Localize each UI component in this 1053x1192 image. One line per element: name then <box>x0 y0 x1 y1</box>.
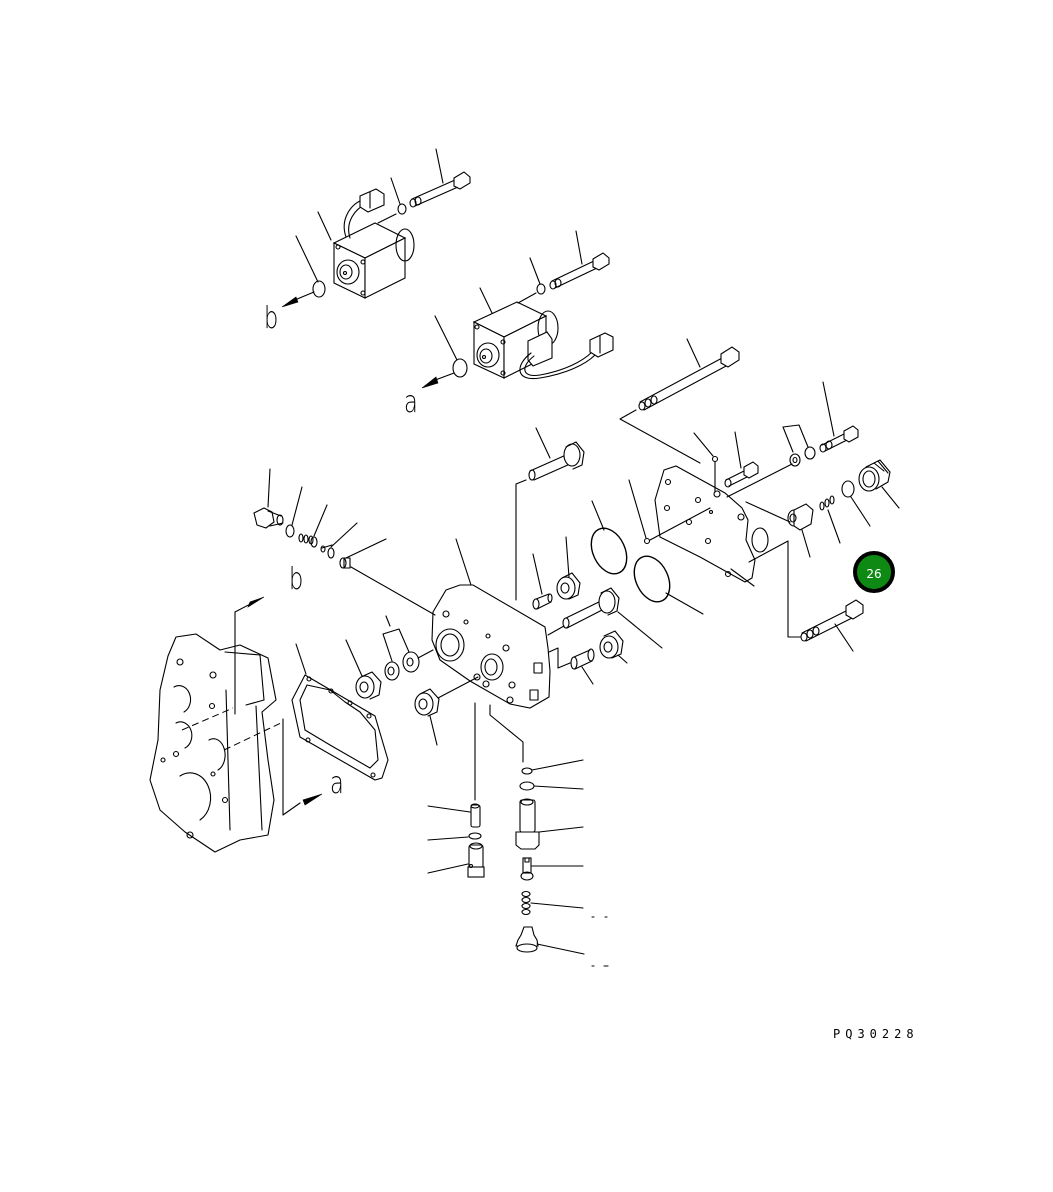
ref-letter-a-left: a <box>330 766 344 801</box>
valve-body[interactable] <box>431 584 551 709</box>
gear-small-lower[interactable] <box>599 630 624 659</box>
callout-26[interactable]: 26 <box>853 551 895 593</box>
bolt-solenoid-a[interactable] <box>549 252 610 290</box>
ref-letter-a-top: a <box>404 385 418 420</box>
ref-letter-b-left: b <box>289 562 304 597</box>
bolt-body-top[interactable] <box>528 441 585 481</box>
drawing-id: PQ30228 <box>833 1027 919 1041</box>
plug-spool[interactable] <box>515 926 539 953</box>
spring-spool[interactable] <box>521 890 531 916</box>
poppet-relief[interactable] <box>320 544 335 559</box>
spool[interactable] <box>520 857 534 881</box>
bearing[interactable] <box>384 661 400 681</box>
pin-lower-left[interactable] <box>470 803 481 828</box>
ref-letter-b-top: b <box>264 301 279 336</box>
o-ring-medium[interactable] <box>519 781 535 791</box>
bolt-body-long[interactable] <box>562 587 620 629</box>
o-ring-relief[interactable] <box>285 524 295 538</box>
pin-lower[interactable] <box>570 648 595 670</box>
o-ring-large-1[interactable] <box>584 522 633 579</box>
washer-solenoid-a[interactable] <box>536 283 546 295</box>
pump-case[interactable] <box>149 633 277 853</box>
plug-cover-right[interactable] <box>787 503 814 531</box>
leader <box>317 211 332 241</box>
bolt-cover-right[interactable] <box>819 425 859 453</box>
washer-solenoid-b[interactable] <box>397 203 407 215</box>
bolt-solenoid-b[interactable] <box>409 171 471 208</box>
pin-body[interactable] <box>532 593 553 610</box>
seat-relief[interactable] <box>339 557 351 569</box>
long-through-bolt[interactable] <box>638 346 740 411</box>
plug-lower-left[interactable] <box>467 842 485 878</box>
gasket[interactable] <box>291 674 389 781</box>
relief-plug[interactable] <box>253 507 284 529</box>
o-ring-a[interactable] <box>452 358 468 378</box>
callout-26-label: 26 <box>866 567 882 581</box>
gear-gasket-left[interactable] <box>355 671 382 700</box>
o-ring-large-2[interactable] <box>627 550 676 607</box>
plug-right[interactable] <box>858 459 891 492</box>
bolt-lower-right[interactable] <box>800 599 864 642</box>
solenoid-valve-b[interactable] <box>332 188 415 299</box>
washer-lower-left[interactable] <box>468 832 482 840</box>
solenoid-valve-a[interactable] <box>472 301 614 380</box>
o-ring-small[interactable] <box>521 767 533 775</box>
bolt-cover[interactable] <box>724 461 759 488</box>
gear-body-left[interactable] <box>414 688 440 717</box>
o-ring-b[interactable] <box>312 280 326 298</box>
valve-sleeve[interactable] <box>515 798 540 850</box>
washer-bearing[interactable] <box>402 651 420 673</box>
cover-plate[interactable] <box>654 465 769 583</box>
